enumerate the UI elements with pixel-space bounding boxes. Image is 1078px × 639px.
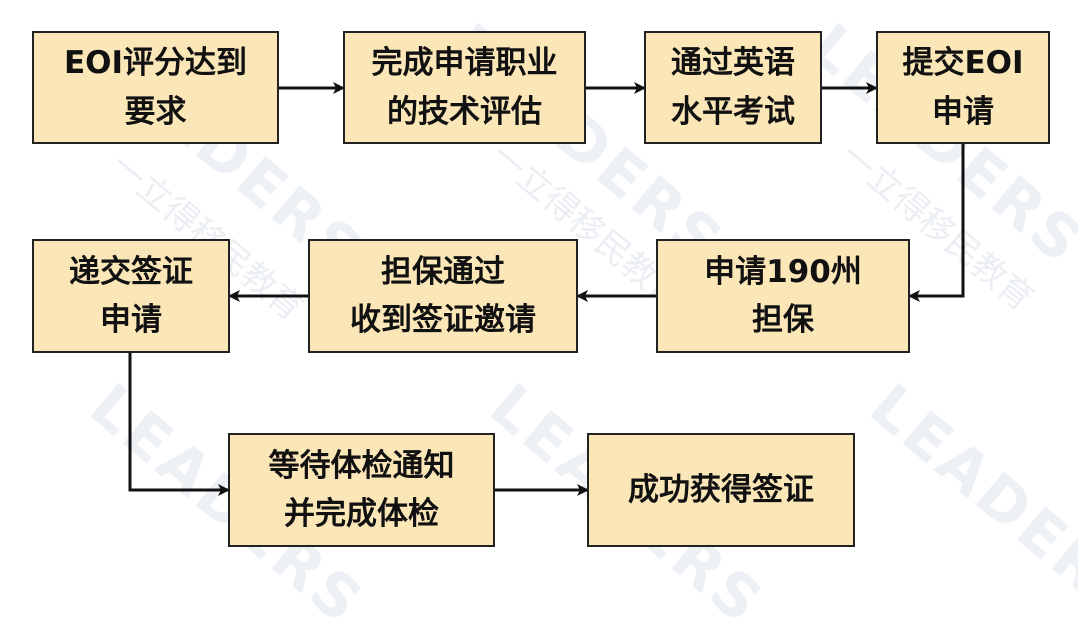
step-label: 申请190州 担保 (704, 253, 862, 338)
step-label: 递交签证 申请 (69, 253, 193, 338)
step-eoi-score: EOI评分达到 要求 (32, 31, 279, 144)
step-label: 等待体检通知 并完成体检 (268, 447, 455, 532)
arrow-7-8 (128, 352, 230, 496)
arrow-4-5 (908, 144, 965, 302)
step-apply-190: 申请190州 担保 (656, 239, 910, 353)
step-label: 完成申请职业 的技术评估 (371, 45, 558, 130)
step-medical: 等待体检通知 并完成体检 (228, 433, 495, 547)
step-english-test: 通过英语 水平考试 (644, 31, 822, 144)
step-label: 通过英语 水平考试 (671, 45, 795, 130)
step-visa-granted: 成功获得签证 (587, 433, 855, 547)
step-lodge-visa: 递交签证 申请 (32, 239, 230, 353)
step-label: 提交EOI 申请 (902, 45, 1024, 130)
step-label: 担保通过 收到签证邀请 (350, 253, 536, 338)
step-receive-invitation: 担保通过 收到签证邀请 (308, 239, 578, 353)
step-submit-eoi: 提交EOI 申请 (876, 31, 1050, 144)
step-skills-assessment: 完成申请职业 的技术评估 (343, 31, 586, 144)
step-label: 成功获得签证 (628, 471, 814, 508)
step-label: EOI评分达到 要求 (63, 45, 248, 130)
flow-arrows (128, 82, 965, 496)
